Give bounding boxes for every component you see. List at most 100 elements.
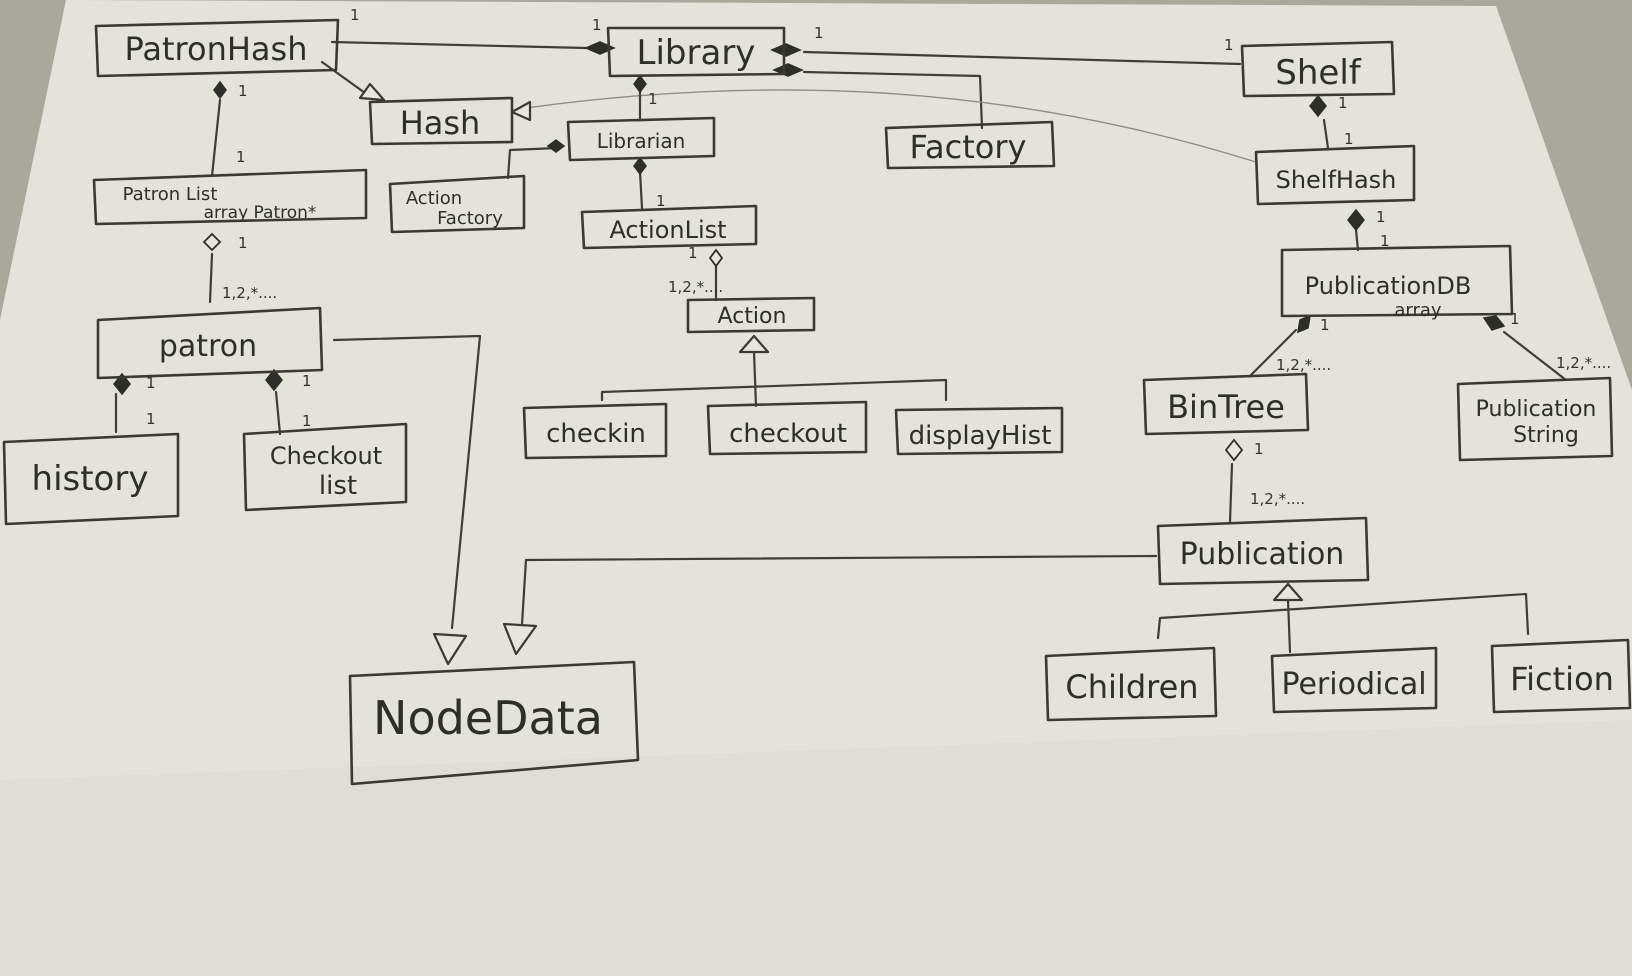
- class-box-shelf: [1240, 40, 1396, 98]
- composition-diamond-shelf: [1309, 94, 1327, 118]
- mult-shelf-bottom: 1: [1338, 94, 1348, 112]
- inherit-triangle-hash-right: [510, 100, 532, 122]
- mult-checkout-top: 1: [302, 412, 312, 430]
- label-shelfhash: ShelfHash: [1276, 166, 1397, 194]
- composition-diamond-patron-history: [113, 372, 131, 396]
- label-actionfactory-line2: Factory: [437, 208, 503, 229]
- mult-actionlist-bottom: 1: [688, 244, 698, 262]
- mult-librarian-top: 1: [648, 90, 658, 108]
- mult-pubdb-right: 1: [1510, 310, 1520, 328]
- label-checkout: checkout: [729, 419, 847, 449]
- mult-patron-history-top: 1: [146, 374, 156, 392]
- composition-diamond-librarian-bottom: [633, 156, 647, 176]
- class-box-nodedata: [348, 660, 640, 786]
- label-publicationdb: PublicationDB: [1305, 272, 1472, 300]
- class-box-actionfactory: [388, 174, 526, 234]
- inherit-triangle-nodedata-left: [432, 632, 468, 666]
- label-factory: Factory: [910, 128, 1027, 166]
- mult-shelfhash-top: 1: [1344, 130, 1354, 148]
- mult-pubstring-many: 1,2,*....: [1556, 354, 1611, 372]
- mult-shelf-library: 1: [1224, 36, 1234, 54]
- edge-patron-nodedata: [332, 334, 482, 630]
- class-box-librarian: [566, 116, 716, 162]
- mult-patronlist-top: 1: [236, 148, 246, 166]
- edge-shelf-shelfhash: [1322, 118, 1330, 150]
- composition-diamond-librarian-left: [546, 139, 566, 153]
- composition-diamond-library-bottom: [633, 74, 647, 94]
- class-box-displayhist: [894, 406, 1064, 456]
- mult-library-patronhash: 1: [592, 16, 602, 34]
- edge-publication-nodedata: [520, 554, 1158, 626]
- class-box-bintree: [1142, 372, 1310, 436]
- label-patron: patron: [159, 329, 257, 364]
- label-children: Children: [1065, 668, 1198, 706]
- class-box-patron: [96, 306, 324, 380]
- label-action: Action: [718, 304, 787, 329]
- label-patronhash: PatronHash: [125, 30, 308, 68]
- composition-diamond-library-left: [584, 41, 616, 55]
- edge-pubdb-pubstring: [1502, 330, 1568, 382]
- label-periodical: Periodical: [1281, 667, 1426, 702]
- label-publicationdb-array: array: [1394, 300, 1442, 321]
- composition-diamond-pubdb-right: [1482, 315, 1506, 331]
- mult-actionlist-top: 1: [656, 192, 666, 210]
- class-box-factory: [884, 120, 1056, 170]
- class-box-action: [686, 296, 816, 334]
- inherit-triangle-nodedata-right: [502, 622, 538, 656]
- mult-patronlist-bottom: 1: [238, 234, 248, 252]
- class-box-fiction: [1490, 638, 1632, 714]
- label-bintree: BinTree: [1167, 388, 1285, 426]
- label-checkin: checkin: [546, 419, 646, 449]
- edge-patron-checkoutlist: [274, 390, 282, 436]
- edge-shelfhash-hash: [525, 89, 1257, 163]
- label-checkout-list-line1: Checkout: [270, 442, 382, 470]
- class-box-publication-string: [1456, 376, 1614, 462]
- edge-pubdb-bintree: [1248, 328, 1298, 378]
- edge-library-shelf: [802, 50, 1242, 66]
- class-box-patronhash: [94, 18, 340, 78]
- mult-pubdb-top: 1: [1380, 232, 1390, 250]
- class-box-checkin: [522, 402, 668, 460]
- class-box-checkout-list: [242, 422, 408, 512]
- inherit-triangle-hash-left: [358, 82, 386, 102]
- edge-shelfhash-pubdb: [1354, 228, 1360, 252]
- mult-patron-many: 1,2,*....: [222, 284, 277, 302]
- class-box-shelfhash: [1254, 144, 1416, 206]
- label-fiction: Fiction: [1510, 660, 1614, 698]
- label-history: history: [32, 459, 149, 499]
- mult-pubdb-left: 1: [1320, 316, 1330, 334]
- aggregation-diamond-patronlist: [202, 232, 222, 252]
- paper-shadow: [0, 720, 1632, 976]
- label-shelf: Shelf: [1275, 53, 1361, 93]
- class-box-patronlist: [92, 168, 368, 226]
- class-box-history: [2, 432, 180, 526]
- mult-patron-checkout-top: 1: [302, 372, 312, 390]
- label-nodedata: NodeData: [373, 691, 603, 745]
- composition-diamond-library-right-1: [770, 43, 802, 57]
- label-publication-string-line2: String: [1513, 423, 1579, 448]
- mult-library-shelf: 1: [814, 24, 824, 42]
- mult-patronhash-list: 1: [238, 82, 248, 100]
- class-box-publicationdb: [1280, 244, 1514, 318]
- label-actionlist: ActionList: [609, 216, 726, 244]
- composition-diamond-patron-checkout: [265, 368, 283, 392]
- aggregation-diamond-actionlist: [708, 248, 724, 268]
- edge-librarian-actionfactory: [506, 146, 560, 180]
- mult-patronhash-library: 1: [350, 6, 360, 24]
- label-librarian: Librarian: [597, 129, 686, 153]
- label-library: Library: [637, 33, 756, 73]
- label-patronlist: Patron List: [123, 184, 218, 205]
- mult-shelfhash-bottom: 1: [1376, 208, 1386, 226]
- class-boxes: [2, 18, 1632, 786]
- edge-patronhash-library: [330, 40, 588, 50]
- label-publication: Publication: [1180, 537, 1345, 572]
- mult-action-many: 1,2,*....: [668, 278, 723, 296]
- class-box-actionlist: [580, 204, 758, 250]
- edge-bintree-publication: [1228, 462, 1234, 524]
- edge-publication-subclasses: [1156, 592, 1530, 654]
- composition-diamond-shelfhash: [1347, 208, 1365, 232]
- edge-action-subclasses: [600, 350, 948, 408]
